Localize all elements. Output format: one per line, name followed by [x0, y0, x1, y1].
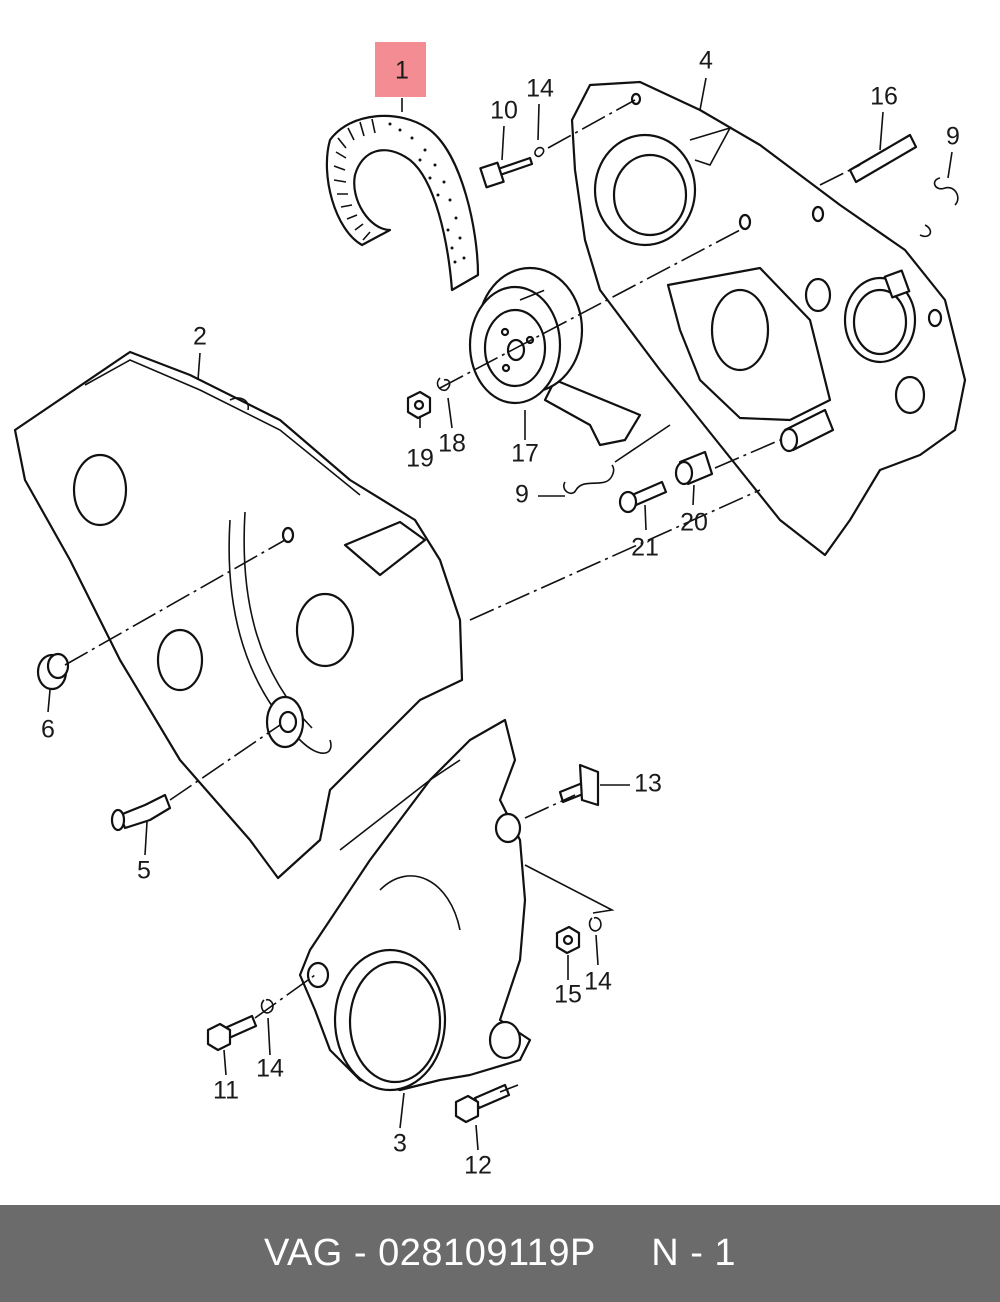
callout-1-highlight — [375, 42, 426, 97]
circlip-part-9-mid — [563, 464, 615, 495]
callout-14-top: 14 — [526, 75, 554, 103]
lower-timing-cover-part-3 — [298, 718, 532, 1092]
callout-13: 13 — [634, 770, 662, 798]
timing-belt-part-1 — [325, 114, 480, 292]
washer-part-14-right — [588, 916, 602, 932]
tensioner-pulley-part-17 — [468, 266, 642, 447]
callout-2: 2 — [193, 323, 207, 351]
clip-part-5 — [110, 793, 172, 832]
part-number: 028109119P — [378, 1232, 596, 1274]
callout-21: 21 — [631, 534, 659, 562]
footer-gap — [596, 1232, 651, 1275]
leader-lines — [47, 77, 953, 1151]
nut-part-19 — [406, 390, 432, 420]
callout-12: 12 — [464, 1152, 492, 1180]
callout-3: 3 — [393, 1130, 407, 1158]
assembly-axis-lines — [64, 99, 861, 1019]
callout-18: 18 — [438, 430, 466, 458]
callout-labels: 1 10 14 4 16 9 2 19 18 17 9 20 21 6 5 13… — [41, 47, 960, 1180]
callout-19: 19 — [406, 445, 434, 473]
part-number-footer: VAG - 028109119P N - 1 — [0, 1205, 1000, 1302]
timing-cover-exploded-diagram: 1 10 14 4 16 9 2 19 18 17 9 20 21 6 5 13… — [13, 42, 967, 1180]
spacer-sleeve-part-20b — [779, 408, 835, 453]
bolt-part-13 — [558, 763, 600, 807]
bolt-part-21 — [618, 480, 668, 514]
nut-part-15 — [555, 925, 581, 955]
callout-20: 20 — [680, 509, 708, 537]
brand-separator: - — [342, 1232, 379, 1274]
circlip-part-9-top — [919, 177, 959, 238]
callout-1: 1 — [395, 57, 409, 85]
sleeve-part-20 — [674, 450, 714, 486]
callout-9-top: 9 — [946, 123, 960, 151]
plug-part-6 — [36, 652, 70, 691]
rear-timing-cover-part-4 — [570, 80, 967, 557]
washer-part-14-left — [260, 998, 274, 1014]
callout-4: 4 — [699, 47, 713, 75]
brand-label: VAG — [263, 1232, 343, 1274]
callout-15: 15 — [554, 981, 582, 1009]
upper-timing-cover-part-2 — [13, 350, 464, 880]
callout-16: 16 — [870, 83, 898, 111]
callout-11: 11 — [213, 1077, 239, 1105]
callout-14-right: 14 — [584, 968, 612, 996]
callout-6: 6 — [41, 716, 55, 744]
callout-9-mid: 9 — [515, 481, 529, 509]
callout-5: 5 — [137, 857, 151, 885]
callout-14-left: 14 — [256, 1055, 284, 1083]
bolt-part-11 — [206, 1014, 258, 1052]
washer-part-14-top — [534, 146, 545, 158]
bolt-part-12 — [454, 1083, 511, 1124]
washer-part-18 — [436, 377, 451, 392]
bolt-part-10 — [479, 156, 534, 189]
diagram-position-label: N - 1 — [651, 1232, 737, 1274]
callout-10: 10 — [490, 97, 518, 125]
stud-part-16 — [848, 133, 918, 184]
callout-17: 17 — [511, 440, 539, 468]
